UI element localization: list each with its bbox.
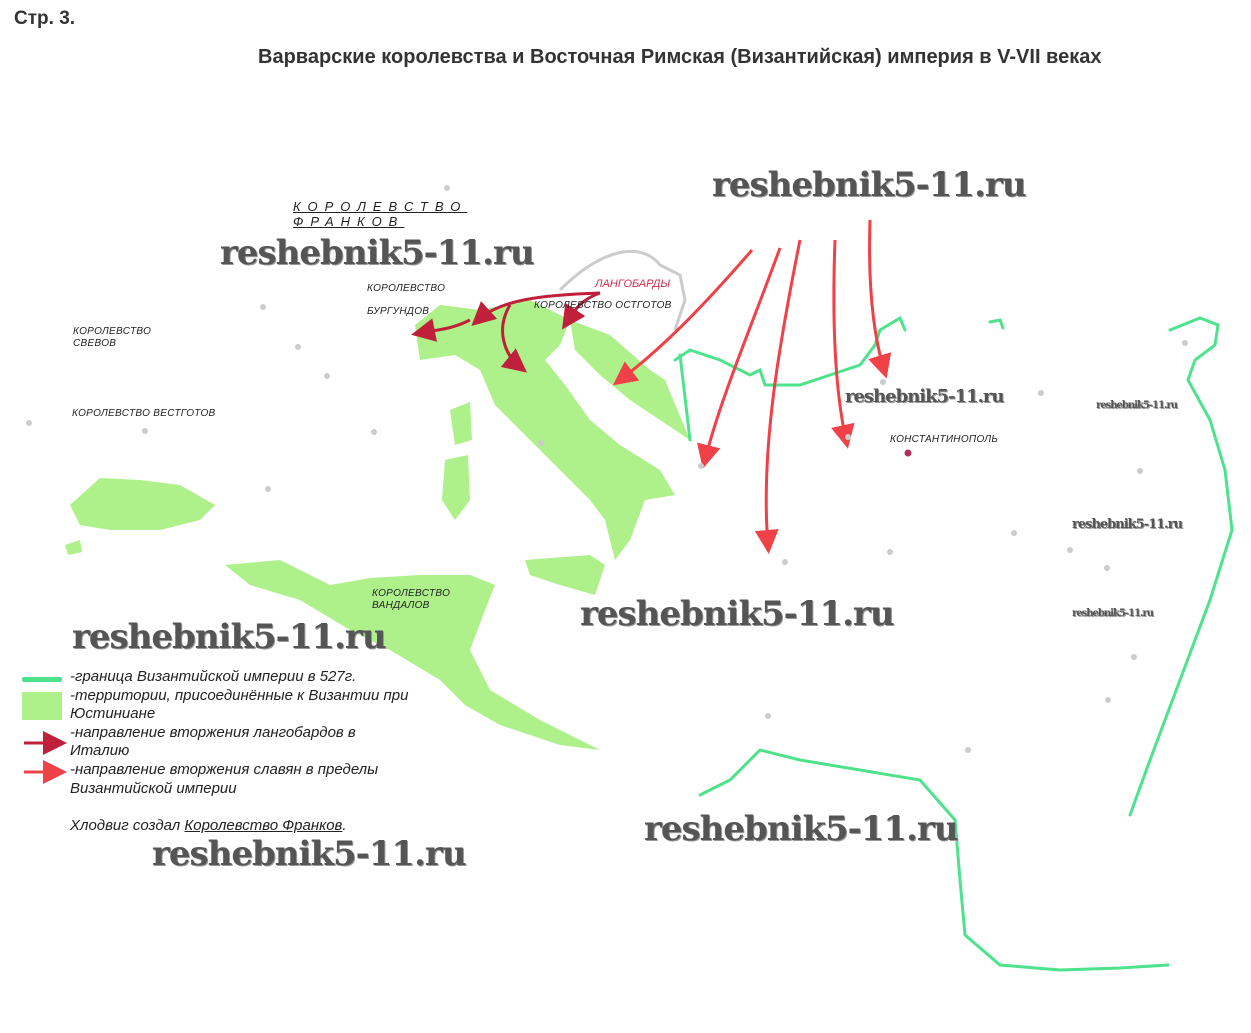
legend-item-border: -граница Византийской империи в 527г.	[70, 668, 357, 685]
note-answer: Королевство Франков	[184, 817, 343, 834]
watermark: reshebnik5-11.ru	[845, 386, 1004, 407]
watermark: reshebnik5-11.ru	[1096, 400, 1178, 411]
slavic-invasion-arrows	[612, 219, 892, 554]
italy	[415, 300, 675, 560]
watermark: reshebnik5-11.ru	[1072, 517, 1183, 532]
label-lombards: ЛАНГОБАРДЫ	[595, 278, 671, 290]
slavic-arrow	[754, 239, 802, 554]
slavic-arrow	[868, 219, 892, 379]
city-dots	[26, 185, 1188, 753]
watermark: reshebnik5-11.ru	[72, 617, 387, 657]
spain-south	[70, 478, 215, 530]
legend-item-slavs: -направление вторжения славян в пределы …	[70, 760, 379, 797]
watermark: reshebnik5-11.ru	[152, 834, 467, 874]
label-vandals-2: ВАНДАЛОВ	[372, 600, 430, 611]
legend-line-swatch	[22, 677, 62, 682]
label-franks: КОРОЛЕВСТВО ФРАНКОВ	[293, 199, 467, 229]
watermark: reshebnik5-11.ru	[644, 809, 959, 849]
label-suebi-2: СВЕВОВ	[73, 338, 117, 349]
slavic-arrow	[696, 247, 782, 469]
label-burgundy-1: КОРОЛЕВСТВО	[367, 283, 446, 294]
lombard-arrow	[500, 304, 528, 373]
lombard-arrow	[562, 291, 601, 330]
corsica	[450, 402, 472, 445]
legend-fill-swatch	[22, 692, 62, 720]
legend-item-territories: -территории, присоединённые к Византии п…	[70, 686, 409, 723]
answer-note: Хлодвиг создал Королевство Франков.	[70, 817, 347, 834]
label-visigoths: КОРОЛЕВСТВО ВЕСТГОТОВ	[72, 408, 216, 419]
label-franks-2: ФРАНКОВ	[293, 214, 405, 229]
map-title: Варварские королевства и Восточная Римск…	[258, 46, 1102, 68]
watermark: reshebnik5-11.ru	[712, 165, 1027, 205]
lombard-arrow	[471, 291, 601, 327]
label-franks-1: КОРОЛЕВСТВО	[293, 199, 468, 214]
legend: -граница Византийской империи в 527г. -т…	[22, 668, 440, 798]
lombard-invasion-arrows	[411, 291, 601, 373]
sardinia	[442, 455, 470, 520]
note-suffix: .	[342, 817, 347, 834]
label-ostrogoths: КОРОЛЕВСТВО ОСТГОТОВ	[534, 300, 672, 311]
slavic-arrow	[612, 249, 754, 386]
label-burgundy-2: БУРГУНДОВ	[367, 306, 430, 317]
note-prefix: Хлодвиг создал	[70, 817, 185, 834]
watermark: reshebnik5-11.ru	[580, 594, 895, 634]
slavic-arrow	[831, 239, 855, 449]
label-constantinople: КОНСТАНТИНОПОЛЬ	[890, 434, 999, 445]
africa	[225, 560, 600, 750]
page-label: Стр. 3.	[14, 8, 76, 29]
lombard-arrow	[411, 318, 471, 342]
watermark: reshebnik5-11.ru	[220, 233, 535, 273]
label-vandals-1: КОРОЛЕВСТВО	[372, 588, 451, 599]
sicily	[525, 555, 605, 595]
label-suebi-1: КОРОЛЕВСТВО	[73, 326, 152, 337]
legend-item-lombards: -направление вторжения лангобардов в Ита…	[70, 723, 356, 760]
constantinople-marker	[904, 449, 912, 457]
byzantine-border-527	[673, 315, 1234, 972]
watermark: reshebnik5-11.ru	[1072, 608, 1154, 619]
coastline	[558, 249, 687, 331]
